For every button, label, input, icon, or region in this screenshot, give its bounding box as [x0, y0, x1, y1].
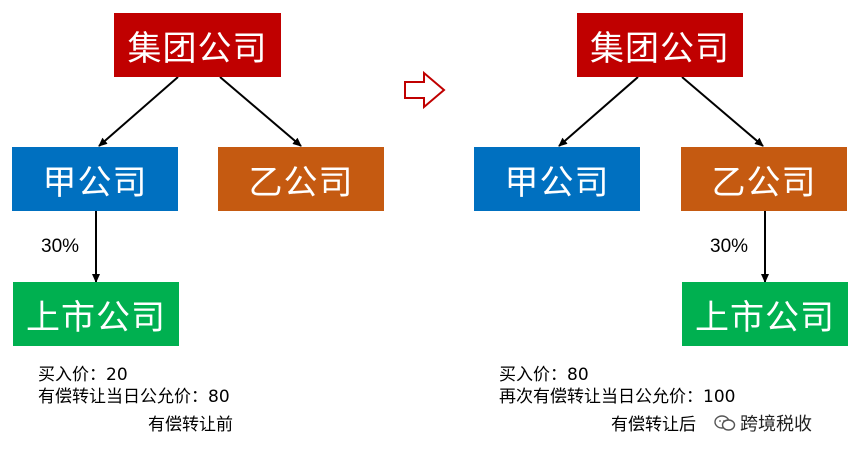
jia-company-box-right: 甲公司: [474, 147, 640, 211]
arrow-group-to-yi-right: [681, 76, 764, 147]
fair-value-right: 再次有偿转让当日公允价：100: [499, 387, 736, 407]
fair-value-left: 有偿转让当日公允价：80: [38, 387, 230, 407]
yi-company-box-left: 乙公司: [218, 147, 384, 211]
watermark: 跨境税收: [714, 410, 812, 436]
yi-company-box-right: 乙公司: [681, 147, 847, 211]
wechat-icon: [714, 415, 736, 431]
caption-before-transfer: 有偿转让前: [148, 415, 233, 435]
shareholding-percent-right: 30%: [710, 236, 749, 257]
group-company-box-right: 集团公司: [577, 13, 743, 77]
arrow-group-to-yi-left: [219, 76, 302, 147]
caption-after-transfer: 有偿转让后: [611, 415, 696, 435]
arrow-group-to-jia-right: [558, 76, 639, 147]
watermark-text: 跨境税收: [740, 414, 812, 435]
buy-price-left: 买入价：20: [38, 365, 128, 385]
shareholding-percent-left: 30%: [41, 236, 80, 257]
listed-company-box-right: 上市公司: [682, 282, 848, 346]
transition-arrow-icon: [404, 70, 446, 110]
jia-company-box-left: 甲公司: [12, 147, 178, 211]
group-company-box-left: 集团公司: [114, 13, 281, 77]
arrow-group-to-jia-left: [98, 76, 179, 147]
buy-price-right: 买入价：80: [499, 365, 589, 385]
listed-company-box-left: 上市公司: [13, 282, 179, 346]
